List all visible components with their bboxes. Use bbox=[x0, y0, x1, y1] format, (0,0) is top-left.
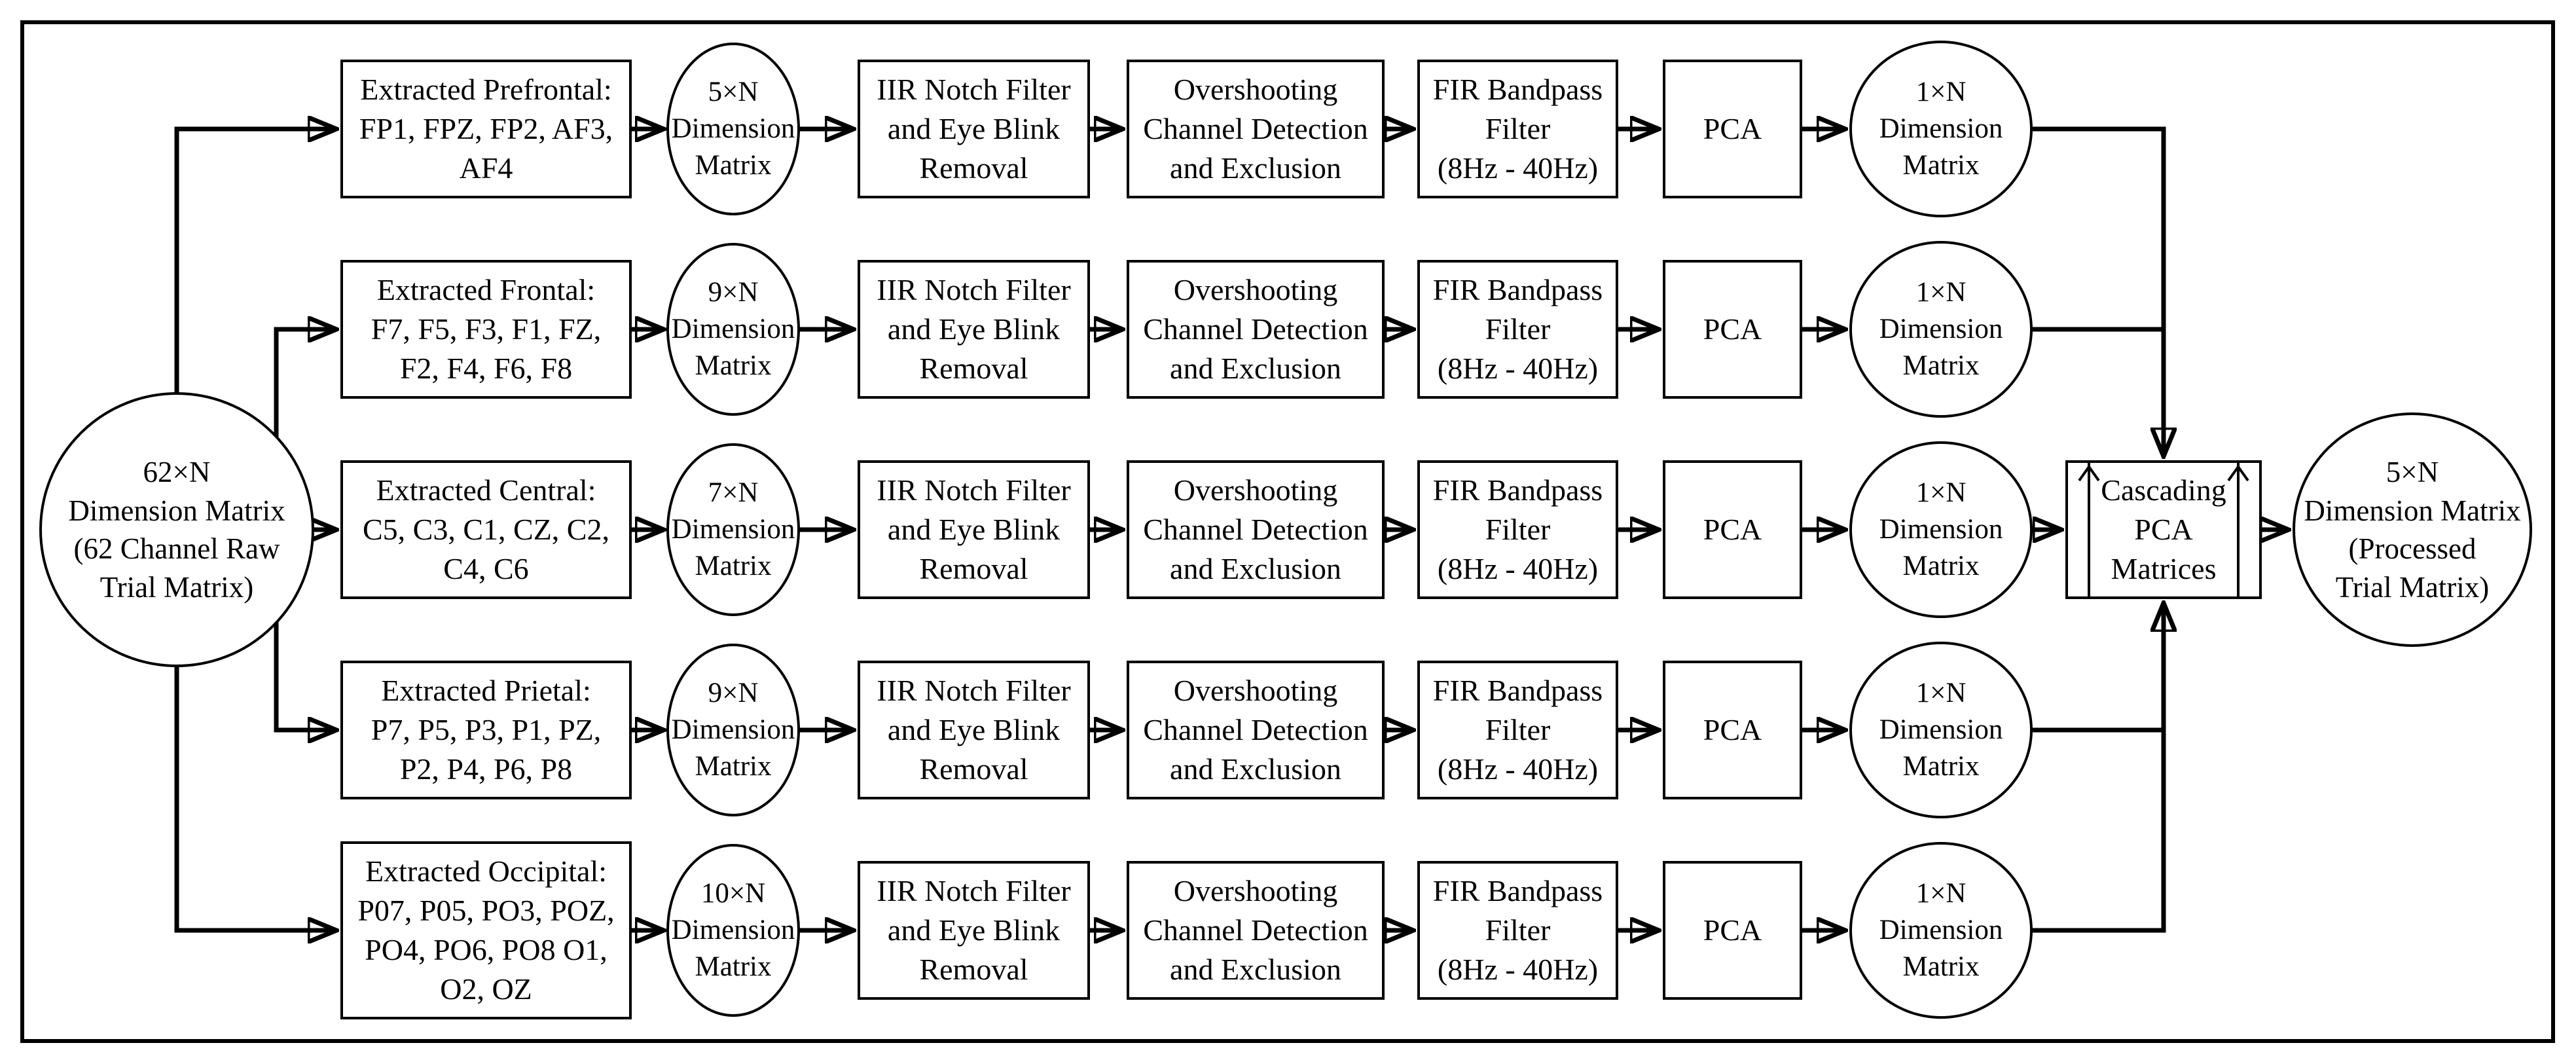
overshoot-detection-node-row1: Overshooting Channel Detection and Exclu… bbox=[1127, 60, 1385, 198]
pca-label-row1: PCA bbox=[1703, 112, 1762, 146]
extracted-prefrontal-label: Extracted Prefrontal: FP1, FPZ, FP2, AF3… bbox=[359, 73, 613, 185]
fir-bandpass-label-row2: FIR Bandpass Filter (8Hz - 40Hz) bbox=[1432, 273, 1603, 385]
overshoot-detection-label-row3: Overshooting Channel Detection and Exclu… bbox=[1143, 473, 1368, 585]
dim-matrix-label-row1: 5×N Dimension Matrix bbox=[671, 77, 795, 181]
cascade-up-caret-right bbox=[2227, 464, 2249, 482]
edge-out1-cascade-top bbox=[1990, 126, 2164, 456]
overshoot-detection-node-row2: Overshooting Channel Detection and Exclu… bbox=[1127, 260, 1385, 399]
overshoot-detection-node-row5: Overshooting Channel Detection and Exclu… bbox=[1127, 861, 1385, 1000]
fir-bandpass-label-row3: FIR Bandpass Filter (8Hz - 40Hz) bbox=[1432, 473, 1603, 585]
fir-bandpass-node-row4: FIR Bandpass Filter (8Hz - 40Hz) bbox=[1417, 661, 1618, 799]
dim-matrix-label-row3: 7×N Dimension Matrix bbox=[671, 477, 795, 581]
fir-bandpass-label-row1: FIR Bandpass Filter (8Hz - 40Hz) bbox=[1432, 73, 1603, 185]
pca-node-row3: PCA bbox=[1663, 460, 1802, 599]
cascade-up-caret-left bbox=[2078, 464, 2100, 482]
cascading-pca-label: Cascading PCA Matrices bbox=[2101, 473, 2226, 585]
extracted-parietal-node: Extracted Prietal: P7, P5, P3, P1, PZ, P… bbox=[340, 661, 632, 799]
output-matrix-node-row2: 1×N Dimension Matrix bbox=[1849, 241, 2033, 418]
overshoot-detection-label-row2: Overshooting Channel Detection and Exclu… bbox=[1143, 273, 1368, 385]
iir-notch-filter-label-row2: IIR Notch Filter and Eye Blink Removal bbox=[877, 273, 1071, 385]
output-matrix-label-row5: 1×N Dimension Matrix bbox=[1879, 878, 2003, 982]
overshoot-detection-node-row4: Overshooting Channel Detection and Exclu… bbox=[1127, 661, 1385, 799]
overshoot-detection-label-row4: Overshooting Channel Detection and Exclu… bbox=[1143, 674, 1368, 786]
pca-node-row5: PCA bbox=[1663, 861, 1802, 1000]
output-matrix-label-row4: 1×N Dimension Matrix bbox=[1879, 678, 2003, 782]
edge-source-row1 bbox=[174, 129, 336, 458]
diagram-frame bbox=[20, 20, 2555, 1043]
fir-bandpass-label-row4: FIR Bandpass Filter (8Hz - 40Hz) bbox=[1432, 674, 1603, 786]
output-matrix-node-row5: 1×N Dimension Matrix bbox=[1849, 842, 2033, 1019]
pca-label-row5: PCA bbox=[1703, 913, 1762, 947]
overshoot-detection-label-row1: Overshooting Channel Detection and Exclu… bbox=[1143, 73, 1368, 185]
extracted-prefrontal-node: Extracted Prefrontal: FP1, FPZ, FP2, AF3… bbox=[340, 60, 632, 198]
pca-node-row4: PCA bbox=[1663, 661, 1802, 799]
dim-matrix-label-row5: 10×N Dimension Matrix bbox=[671, 878, 795, 982]
output-matrix-node-row1: 1×N Dimension Matrix bbox=[1849, 41, 2033, 217]
extracted-frontal-node: Extracted Frontal: F7, F5, F3, F1, FZ, F… bbox=[340, 260, 632, 399]
dim-matrix-node-row3: 7×N Dimension Matrix bbox=[666, 443, 800, 616]
iir-notch-filter-label-row3: IIR Notch Filter and Eye Blink Removal bbox=[877, 473, 1071, 585]
processed-matrix-label: 5×N Dimension Matrix (Processed Trial Ma… bbox=[2304, 456, 2521, 604]
cascade-rails bbox=[2078, 463, 2249, 596]
processed-matrix-node: 5×N Dimension Matrix (Processed Trial Ma… bbox=[2293, 412, 2532, 647]
output-matrix-label-row3: 1×N Dimension Matrix bbox=[1879, 477, 2003, 581]
pca-label-row2: PCA bbox=[1703, 312, 1762, 346]
dim-matrix-node-row5: 10×N Dimension Matrix bbox=[666, 844, 800, 1017]
dim-matrix-label-row4: 9×N Dimension Matrix bbox=[671, 678, 795, 782]
dim-matrix-node-row1: 5×N Dimension Matrix bbox=[666, 43, 800, 215]
fir-bandpass-label-row5: FIR Bandpass Filter (8Hz - 40Hz) bbox=[1432, 874, 1603, 986]
pca-label-row3: PCA bbox=[1703, 513, 1762, 547]
iir-notch-filter-node-row1: IIR Notch Filter and Eye Blink Removal bbox=[858, 60, 1090, 198]
iir-notch-filter-label-row5: IIR Notch Filter and Eye Blink Removal bbox=[877, 874, 1071, 986]
pca-label-row4: PCA bbox=[1703, 713, 1762, 747]
dim-matrix-label-row2: 9×N Dimension Matrix bbox=[671, 277, 795, 381]
iir-notch-filter-node-row2: IIR Notch Filter and Eye Blink Removal bbox=[858, 260, 1090, 399]
fir-bandpass-node-row5: FIR Bandpass Filter (8Hz - 40Hz) bbox=[1417, 861, 1618, 1000]
source-matrix-node: 62×N Dimension Matrix (62 Channel Raw Tr… bbox=[39, 392, 314, 667]
edge-source-row5 bbox=[174, 602, 336, 930]
overshoot-detection-label-row5: Overshooting Channel Detection and Exclu… bbox=[1143, 874, 1368, 986]
overshoot-detection-node-row3: Overshooting Channel Detection and Exclu… bbox=[1127, 460, 1385, 599]
output-matrix-label-row1: 1×N Dimension Matrix bbox=[1879, 77, 2003, 181]
extracted-occipital-label: Extracted Occipital: P07, P05, PO3, POZ,… bbox=[357, 854, 615, 1006]
extracted-occipital-node: Extracted Occipital: P07, P05, PO3, POZ,… bbox=[340, 841, 632, 1019]
output-matrix-label-row2: 1×N Dimension Matrix bbox=[1879, 277, 2003, 381]
iir-notch-filter-node-row4: IIR Notch Filter and Eye Blink Removal bbox=[858, 661, 1090, 799]
edge-out5-cascade-bottom bbox=[1990, 603, 2164, 933]
dim-matrix-node-row2: 9×N Dimension Matrix bbox=[666, 243, 800, 416]
pca-node-row1: PCA bbox=[1663, 60, 1802, 198]
extracted-central-node: Extracted Central: C5, C3, C1, CZ, C2, C… bbox=[340, 460, 632, 599]
extracted-central-label: Extracted Central: C5, C3, C1, CZ, C2, C… bbox=[362, 473, 609, 585]
extracted-parietal-label: Extracted Prietal: P7, P5, P3, P1, PZ, P… bbox=[371, 674, 602, 786]
iir-notch-filter-label-row4: IIR Notch Filter and Eye Blink Removal bbox=[877, 674, 1071, 786]
iir-notch-filter-node-row5: IIR Notch Filter and Eye Blink Removal bbox=[858, 861, 1090, 1000]
pca-node-row2: PCA bbox=[1663, 260, 1802, 399]
fir-bandpass-node-row3: FIR Bandpass Filter (8Hz - 40Hz) bbox=[1417, 460, 1618, 599]
output-matrix-node-row3: 1×N Dimension Matrix bbox=[1849, 441, 2033, 618]
fir-bandpass-node-row2: FIR Bandpass Filter (8Hz - 40Hz) bbox=[1417, 260, 1618, 399]
source-matrix-label: 62×N Dimension Matrix (62 Channel Raw Tr… bbox=[68, 456, 285, 604]
cascading-pca-node: Cascading PCA Matrices bbox=[2065, 460, 2262, 599]
iir-notch-filter-node-row3: IIR Notch Filter and Eye Blink Removal bbox=[858, 460, 1090, 599]
iir-notch-filter-label-row1: IIR Notch Filter and Eye Blink Removal bbox=[877, 73, 1071, 185]
output-matrix-node-row4: 1×N Dimension Matrix bbox=[1849, 642, 2033, 818]
extracted-frontal-label: Extracted Frontal: F7, F5, F3, F1, FZ, F… bbox=[371, 273, 602, 385]
fir-bandpass-node-row1: FIR Bandpass Filter (8Hz - 40Hz) bbox=[1417, 60, 1618, 198]
dim-matrix-node-row4: 9×N Dimension Matrix bbox=[666, 644, 800, 816]
